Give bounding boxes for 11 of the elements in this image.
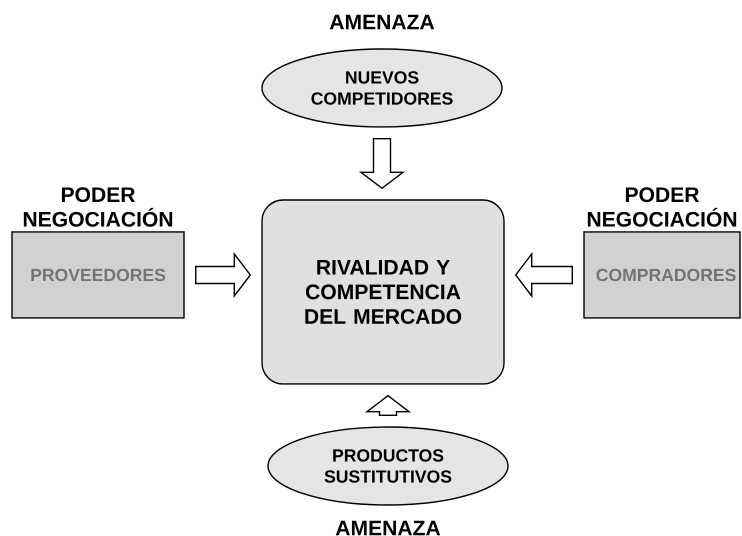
heading: PODER NEGOCIACIÓN [24, 187, 172, 227]
heading: AMENAZA [336, 520, 440, 536]
center-box: RIVALIDAD Y COMPETENCIA DEL MERCADO [261, 199, 505, 385]
block-arrow [358, 138, 406, 190]
block-arrow [195, 252, 252, 298]
force-box: COMPRADORES [583, 231, 741, 319]
heading: PODER NEGOCIACIÓN [588, 187, 736, 227]
block-arrow [514, 252, 573, 298]
block-arrow [364, 394, 412, 416]
heading: AMENAZA [330, 14, 434, 30]
force-box: PROVEEDORES [11, 231, 185, 319]
